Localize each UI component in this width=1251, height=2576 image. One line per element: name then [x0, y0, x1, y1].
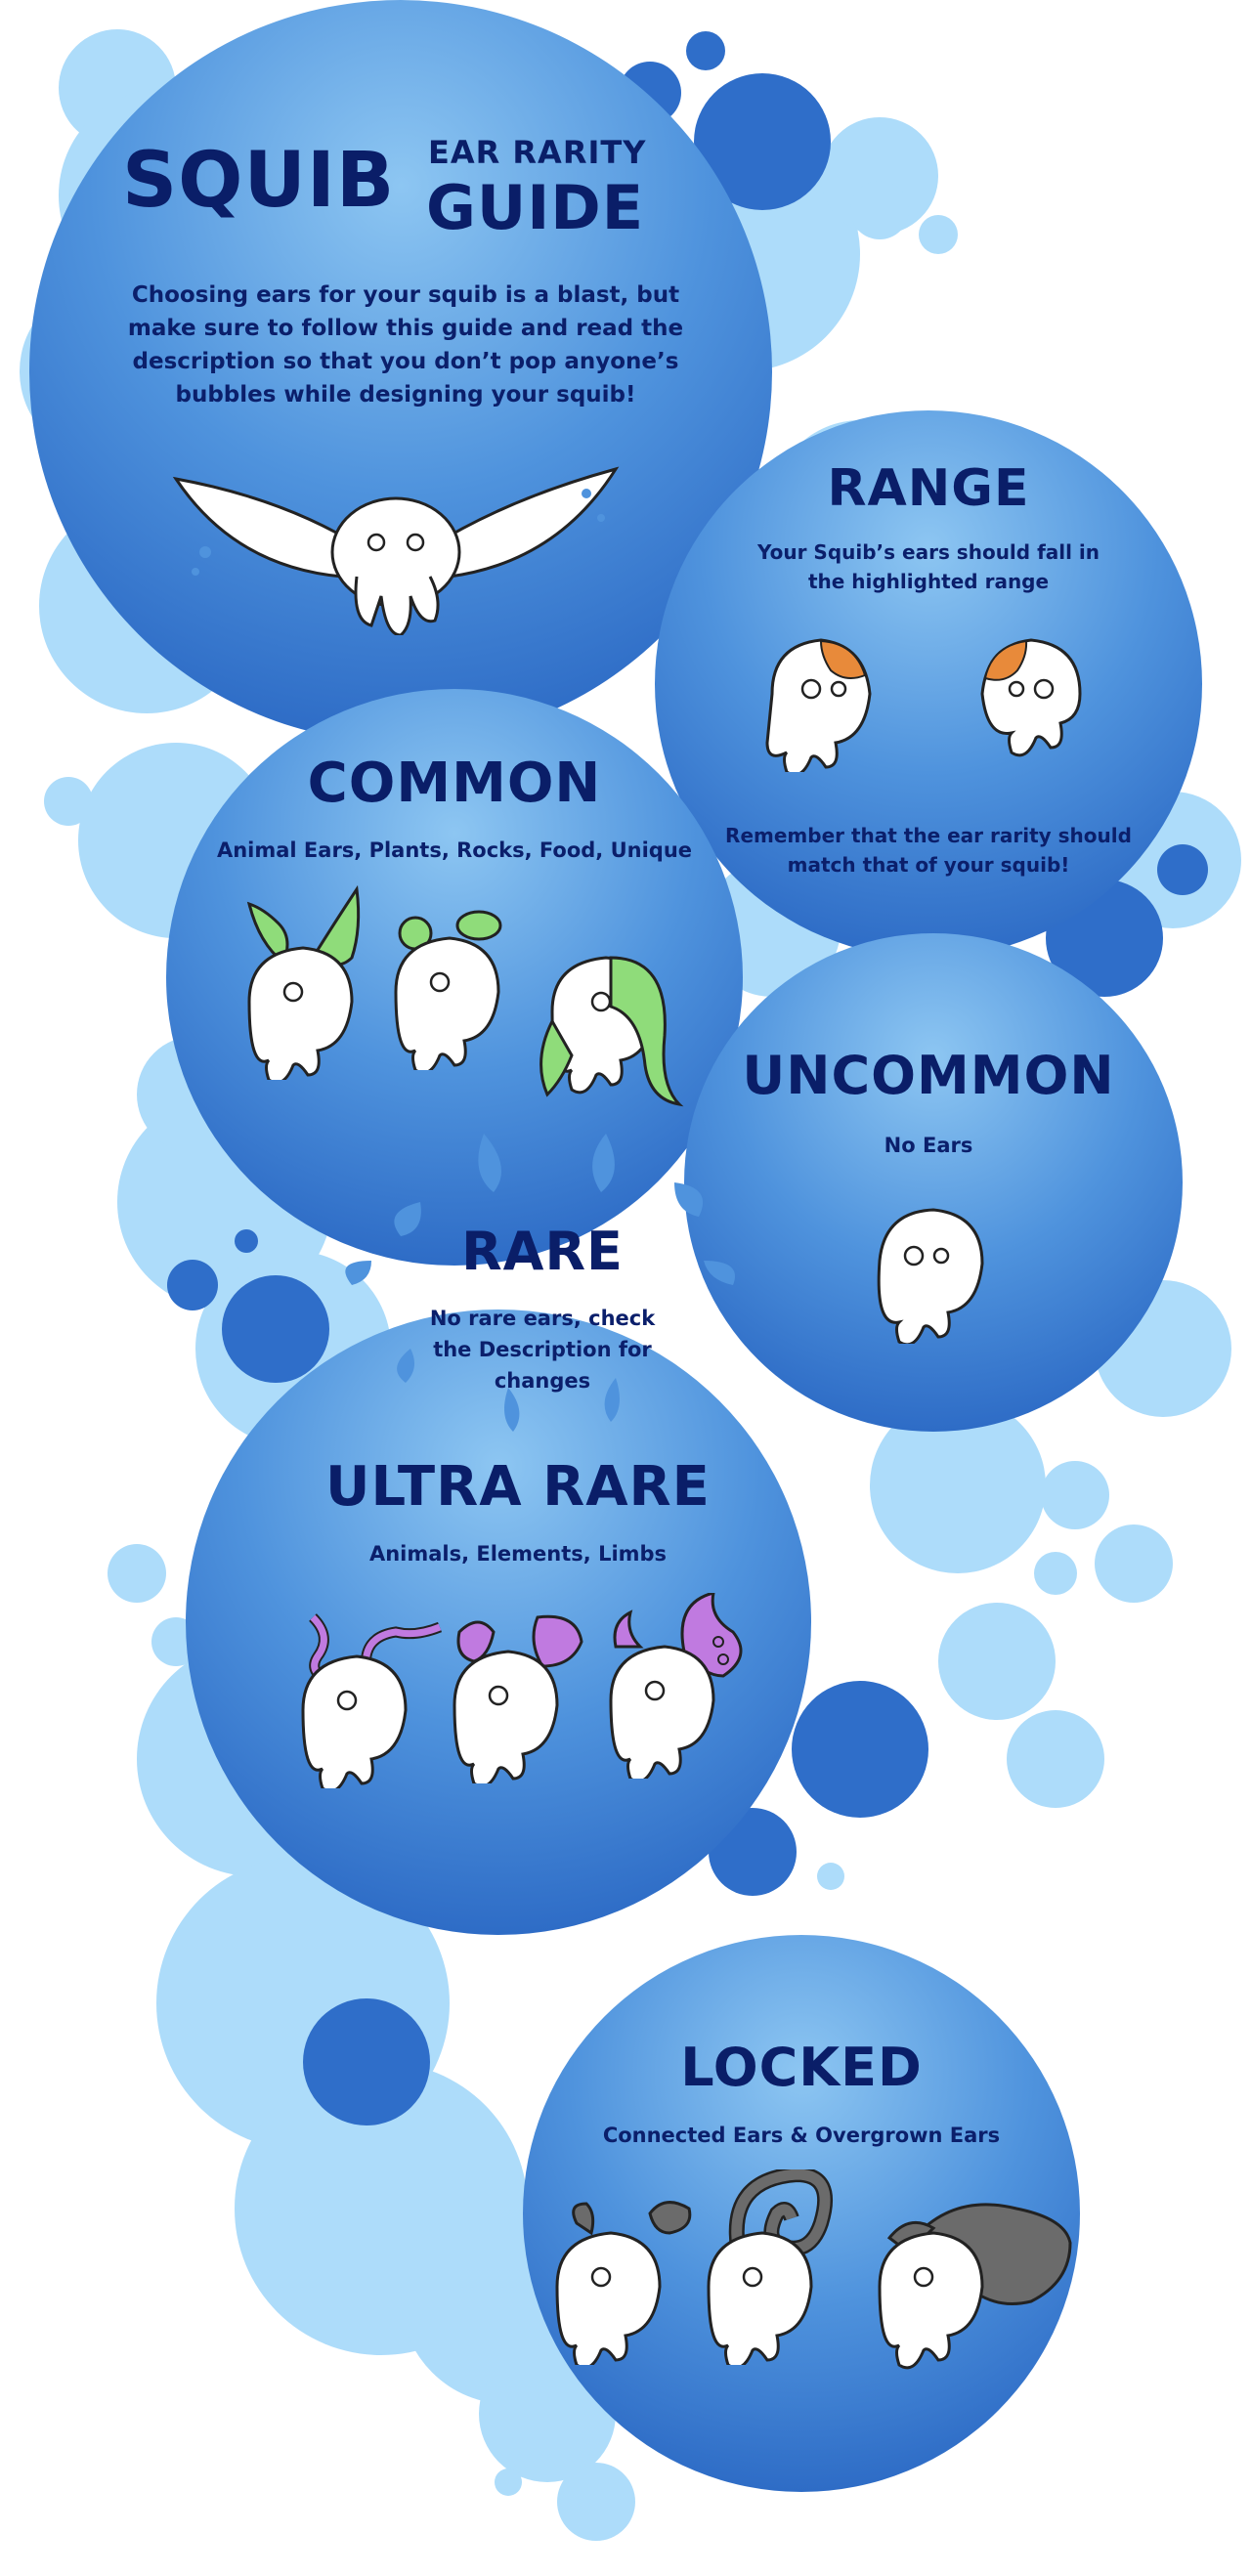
title-squib: SQUIB	[122, 137, 396, 225]
common-heading: COMMON	[307, 751, 602, 815]
locked-text: Connected Ears & Overgrown Ears	[602, 2124, 1001, 2147]
common-text: Animal Ears, Plants, Rocks, Food, Unique	[216, 838, 693, 862]
title-ear-rarity: EAR RARITY	[428, 134, 647, 171]
locked-squib-connected	[555, 2201, 692, 2365]
range-heading: RANGE	[827, 459, 1030, 518]
title-squib-mascot	[172, 466, 620, 635]
range-squib-left	[765, 638, 872, 772]
range-note: Remember that the ear rarity should matc…	[725, 824, 1132, 877]
range-text: Your Squib’s ears should fall in the hig…	[756, 540, 1100, 593]
range-squib-right	[980, 638, 1082, 757]
rare-text: No rare ears, check the Description for …	[429, 1307, 656, 1393]
uncommon-bubble	[684, 933, 1183, 1432]
rare-heading: RARE	[461, 1221, 624, 1282]
common-squib-mushroom	[394, 910, 502, 1070]
uncommon-text: No Ears	[884, 1134, 973, 1157]
ultra-rare-heading: ULTRA RARE	[325, 1455, 711, 1519]
uncommon-heading: UNCOMMON	[742, 1045, 1115, 1106]
locked-squib-loop	[707, 2169, 833, 2365]
ultra-rare-text: Animals, Elements, Limbs	[368, 1542, 668, 1566]
splash-drops	[345, 1134, 735, 1432]
title-guide: GUIDE	[426, 172, 645, 243]
uncommon-squib-no-ears	[877, 1208, 984, 1344]
locked-heading: LOCKED	[680, 2037, 923, 2098]
title-bubble	[29, 0, 772, 743]
range-bubble	[655, 410, 1202, 958]
intro-text: Choosing ears for your squib is a blast,…	[127, 282, 684, 408]
common-squib-plant	[539, 956, 684, 1107]
common-squib-animal-ears	[246, 884, 361, 1080]
ultra-rare-squib-tentacles	[609, 1593, 743, 1779]
ultra-rare-squib-snakes	[301, 1613, 443, 1788]
dark-accent-bubbles	[167, 31, 1208, 2125]
locked-squib-overgrown	[878, 2203, 1072, 2370]
ultra-rare-squib-elements	[453, 1614, 583, 1783]
